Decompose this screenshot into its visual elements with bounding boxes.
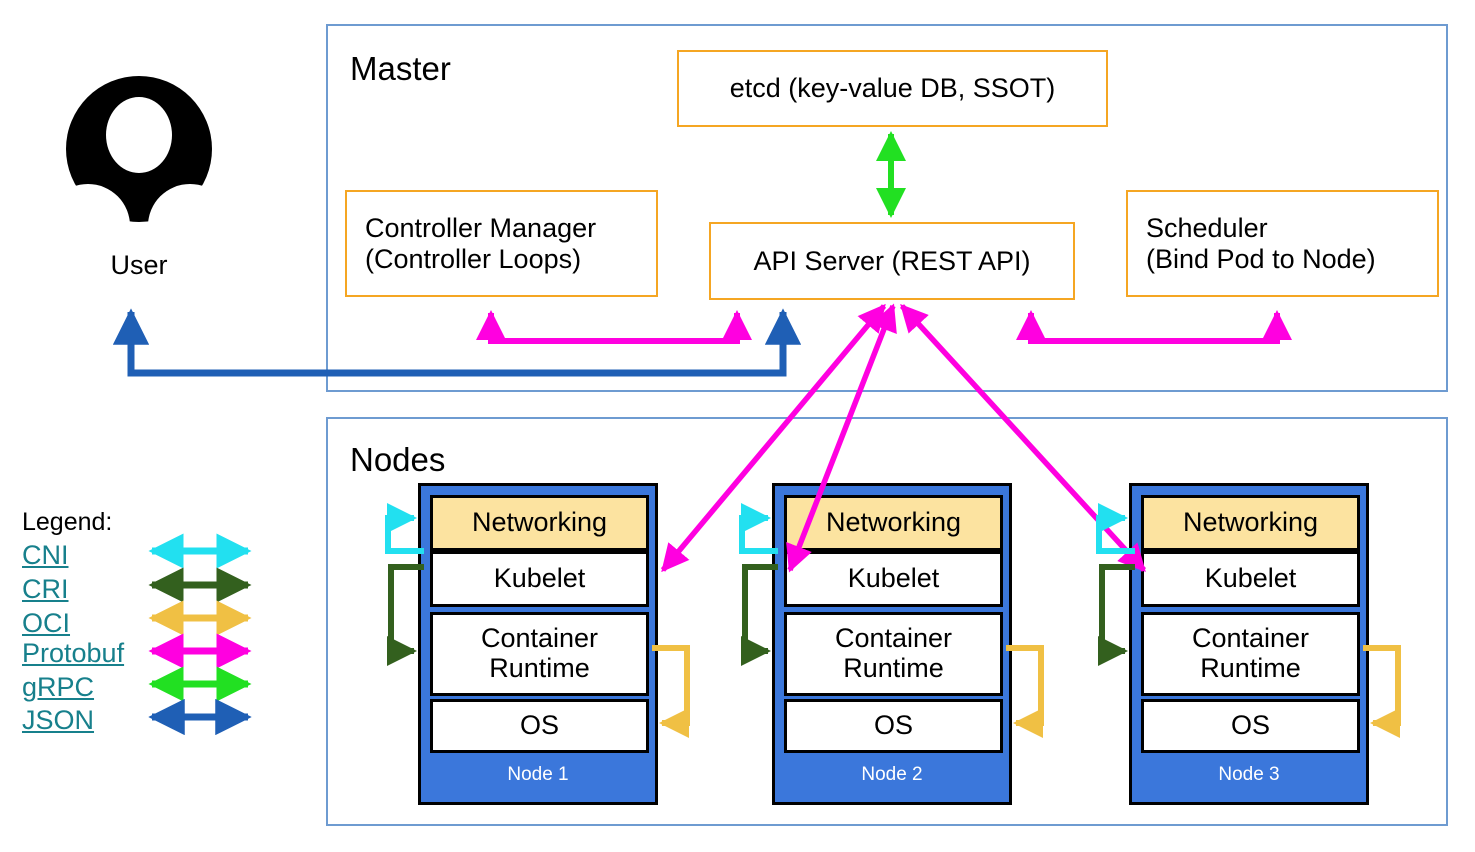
- legend-label-grpc[interactable]: gRPC: [22, 672, 95, 702]
- node-1-label: Node 1: [507, 764, 569, 785]
- etcd-label: etcd (key-value DB, SSOT): [729, 73, 1056, 104]
- node-2-networking[interactable]: Networking: [784, 495, 1003, 551]
- node-1-kubelet[interactable]: Kubelet: [430, 551, 649, 607]
- user-avatar-icon: [66, 76, 212, 222]
- etcd-box[interactable]: etcd (key-value DB, SSOT): [677, 50, 1108, 127]
- node-2-label: Node 2: [861, 764, 923, 785]
- node-1-networking[interactable]: Networking: [430, 495, 649, 551]
- node-2-kubelet[interactable]: Kubelet: [784, 551, 1003, 607]
- node-2-os[interactable]: OS: [784, 699, 1003, 753]
- api-server-label: API Server (REST API): [753, 245, 1031, 276]
- legend-label-protobuf[interactable]: Protobuf: [22, 638, 125, 668]
- node-3-label: Node 3: [1218, 764, 1280, 785]
- legend-label-cri[interactable]: CRI: [22, 574, 69, 604]
- legend-title: Legend:: [22, 508, 113, 536]
- master-title: Master: [350, 50, 451, 87]
- controller-manager-box[interactable]: Controller Manager(Controller Loops): [345, 190, 658, 297]
- legend-label-json[interactable]: JSON: [22, 705, 95, 735]
- node-3-networking[interactable]: Networking: [1141, 495, 1360, 551]
- node-1-os[interactable]: OS: [430, 699, 649, 753]
- scheduler-box[interactable]: Scheduler(Bind Pod to Node): [1126, 190, 1439, 297]
- node-3-kubelet[interactable]: Kubelet: [1141, 551, 1360, 607]
- user-label: User: [110, 250, 168, 280]
- scheduler-label: Scheduler(Bind Pod to Node): [1146, 213, 1376, 274]
- node-3-os[interactable]: OS: [1141, 699, 1360, 753]
- controller-manager-label: Controller Manager(Controller Loops): [365, 213, 597, 274]
- legend-label-oci[interactable]: OCI: [22, 608, 71, 638]
- api-server-box[interactable]: API Server (REST API): [709, 222, 1075, 300]
- nodes-title: Nodes: [350, 441, 446, 478]
- legend-label-cni[interactable]: CNI: [22, 540, 69, 570]
